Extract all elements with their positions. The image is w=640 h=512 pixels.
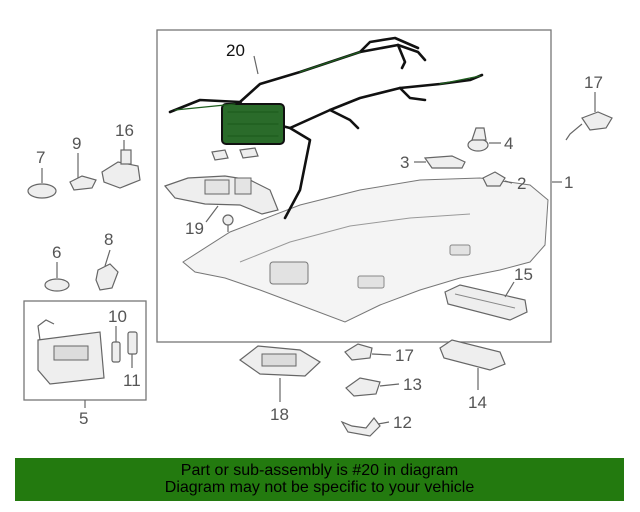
retainer-part-3[interactable] bbox=[423, 155, 466, 169]
callout-13: 13 bbox=[403, 375, 422, 394]
console-bracket-19[interactable] bbox=[163, 175, 279, 232]
callout-17-upper: 17 bbox=[584, 73, 603, 92]
callout-6: 6 bbox=[52, 243, 61, 262]
callout-8: 8 bbox=[104, 230, 113, 249]
callout-7: 7 bbox=[36, 148, 45, 167]
cap-part-6[interactable] bbox=[44, 278, 70, 292]
grommet-part-7[interactable] bbox=[27, 183, 57, 199]
info-banner: Part or sub-assembly is #20 in diagram D… bbox=[15, 458, 624, 501]
handle-base-part-13[interactable] bbox=[345, 377, 381, 397]
callout-2: 2 bbox=[517, 174, 526, 193]
banner-line-1: Part or sub-assembly is #20 in diagram bbox=[180, 462, 459, 479]
visor-mirror-part-11[interactable] bbox=[127, 331, 138, 355]
callout-17-lower: 17 bbox=[395, 346, 414, 365]
banner-line-2: Diagram may not be specific to your vehi… bbox=[164, 479, 475, 496]
clip-part-17-upper[interactable] bbox=[565, 111, 613, 141]
clip-part-2[interactable] bbox=[482, 171, 506, 187]
clip-part-9[interactable] bbox=[69, 175, 97, 191]
callout-16: 16 bbox=[115, 121, 134, 140]
callout-4: 4 bbox=[504, 134, 513, 153]
callout-3: 3 bbox=[400, 153, 409, 172]
callout-5: 5 bbox=[79, 409, 88, 428]
console-part-18[interactable] bbox=[238, 345, 321, 377]
leader-lines bbox=[41, 55, 596, 425]
visor-clip-part-10[interactable] bbox=[111, 341, 121, 363]
callout-1: 1 bbox=[564, 173, 573, 192]
clip-part-17-lower[interactable] bbox=[344, 343, 373, 361]
headliner-assembly-frame bbox=[156, 29, 552, 343]
sun-visor-part-5[interactable] bbox=[37, 319, 105, 385]
callout-14: 14 bbox=[468, 393, 487, 412]
clip-small-2 bbox=[239, 147, 259, 159]
parts-diagram: 1 2 3 4 5 6 7 8 9 10 11 12 13 14 15 16 1… bbox=[23, 29, 613, 437]
assist-handle-part-12[interactable] bbox=[340, 417, 381, 437]
callout-11: 11 bbox=[123, 371, 141, 390]
wiring-harness-20[interactable] bbox=[168, 36, 484, 220]
sensor-part-16[interactable] bbox=[101, 149, 141, 189]
dome-lamp-15[interactable] bbox=[444, 284, 528, 321]
callout-19: 19 bbox=[185, 219, 204, 238]
callout-15: 15 bbox=[514, 265, 533, 284]
callout-12: 12 bbox=[393, 413, 412, 432]
clip-small-1 bbox=[211, 149, 229, 161]
callout-20: 20 bbox=[226, 41, 245, 60]
lamp-part-14[interactable] bbox=[439, 339, 506, 371]
callout-10: 10 bbox=[108, 307, 127, 326]
fastener-part-4[interactable] bbox=[467, 127, 489, 152]
callout-18: 18 bbox=[270, 405, 289, 424]
callout-labels: 1 2 3 4 5 6 7 8 9 10 11 12 13 14 15 16 1… bbox=[36, 41, 603, 432]
headliner-panel[interactable] bbox=[182, 177, 549, 323]
callout-9: 9 bbox=[72, 134, 81, 153]
bracket-part-8[interactable] bbox=[95, 263, 119, 291]
